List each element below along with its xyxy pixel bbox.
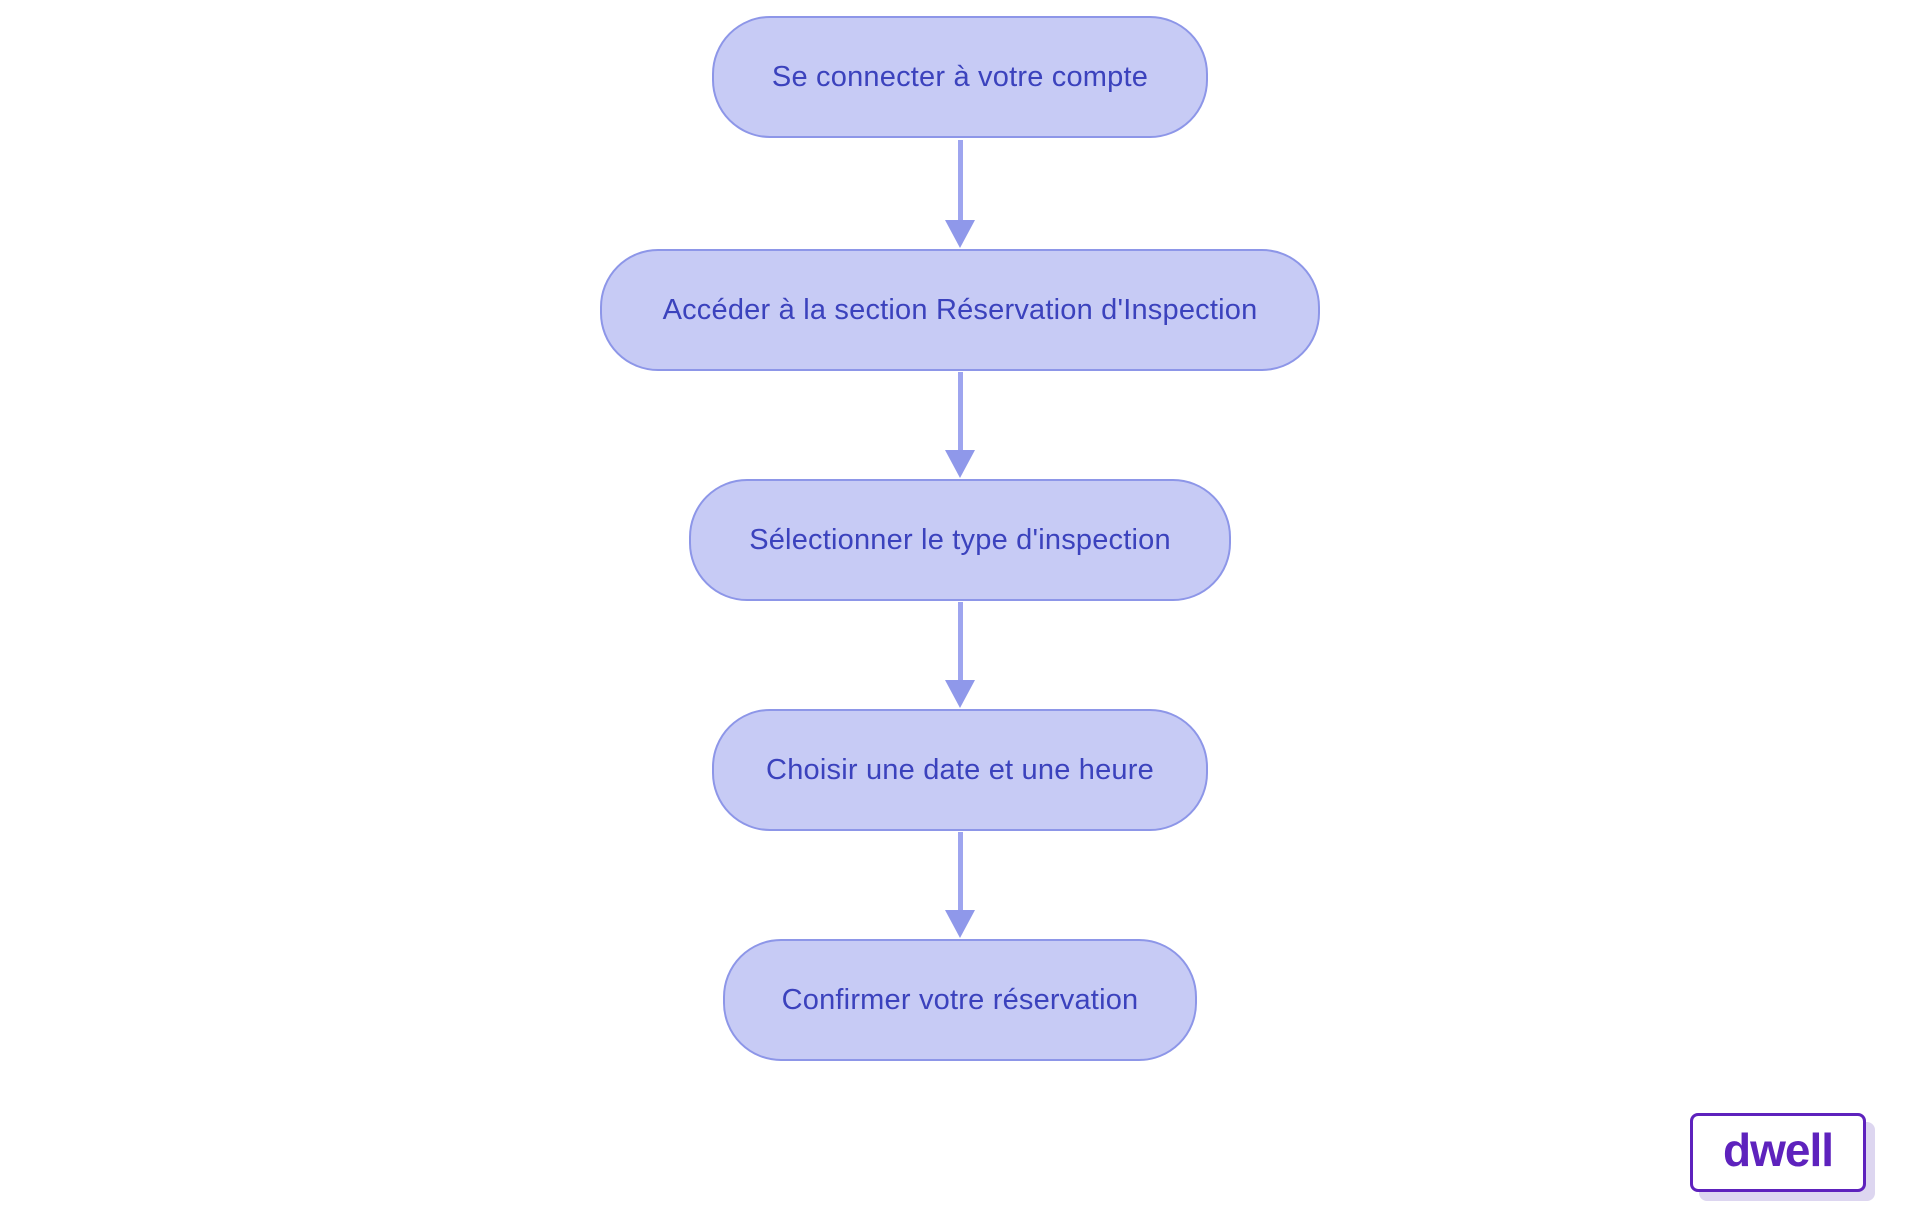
flow-node-confirm-booking: Confirmer votre réservation — [723, 939, 1197, 1061]
flow-node-select-inspection-type: Sélectionner le type d'inspection — [689, 479, 1231, 601]
flow-node-select-inspection-type-label: Sélectionner le type d'inspection — [749, 523, 1171, 556]
flow-node-login: Se connecter à votre compte — [712, 16, 1208, 138]
flow-node-choose-date-time: Choisir une date et une heure — [712, 709, 1208, 831]
arrow-head-down-icon — [945, 220, 975, 248]
arrow-head-down-icon — [945, 910, 975, 938]
arrow-stem — [957, 372, 963, 450]
dwell-logo: dwell — [1690, 1113, 1866, 1192]
flow-arrow-4 — [945, 832, 975, 938]
dwell-logo-text: dwell — [1722, 1123, 1834, 1176]
flow-node-confirm-booking-label: Confirmer votre réservation — [781, 983, 1139, 1016]
flow-node-login-label: Se connecter à votre compte — [771, 60, 1149, 93]
arrow-stem — [957, 140, 963, 220]
arrow-stem — [957, 832, 963, 910]
arrow-stem — [957, 602, 963, 680]
flow-arrow-3 — [945, 602, 975, 708]
flow-arrow-2 — [945, 372, 975, 478]
flow-node-access-booking-section: Accéder à la section Réservation d'Inspe… — [600, 249, 1320, 371]
flow-node-access-booking-section-label: Accéder à la section Réservation d'Inspe… — [662, 293, 1258, 326]
arrow-head-down-icon — [945, 680, 975, 708]
flow-node-choose-date-time-label: Choisir une date et une heure — [766, 753, 1154, 786]
flow-arrow-1 — [945, 140, 975, 248]
arrow-head-down-icon — [945, 450, 975, 478]
